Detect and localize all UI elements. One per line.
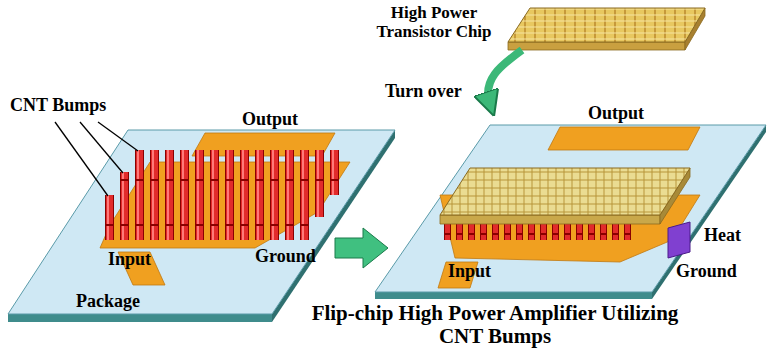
pad-label: Ground [676, 262, 737, 282]
cnt-bump-row [105, 195, 315, 240]
package-left [8, 130, 395, 322]
process-arrow [335, 228, 388, 268]
pad-label: Input [448, 262, 491, 282]
heat-block [668, 222, 690, 258]
leader-lines [55, 122, 138, 196]
pad-label: Input [108, 250, 151, 270]
turn-over-arrow [488, 50, 522, 104]
chip-label: High Power Transistor Chip [366, 4, 502, 41]
heat-label: Heat [704, 226, 741, 246]
transistor-chip [508, 8, 705, 50]
part-label: CNT Bumps [10, 96, 106, 116]
package-right [375, 125, 766, 299]
pad-label: Output [588, 104, 644, 124]
figure-caption: Flip-chip High Power Amplifier Utilizing… [300, 302, 690, 348]
step-label: Turn over [385, 82, 462, 102]
part-label: Package [76, 292, 140, 312]
pad-label: Output [242, 110, 298, 130]
pad-label: Ground [255, 247, 316, 267]
